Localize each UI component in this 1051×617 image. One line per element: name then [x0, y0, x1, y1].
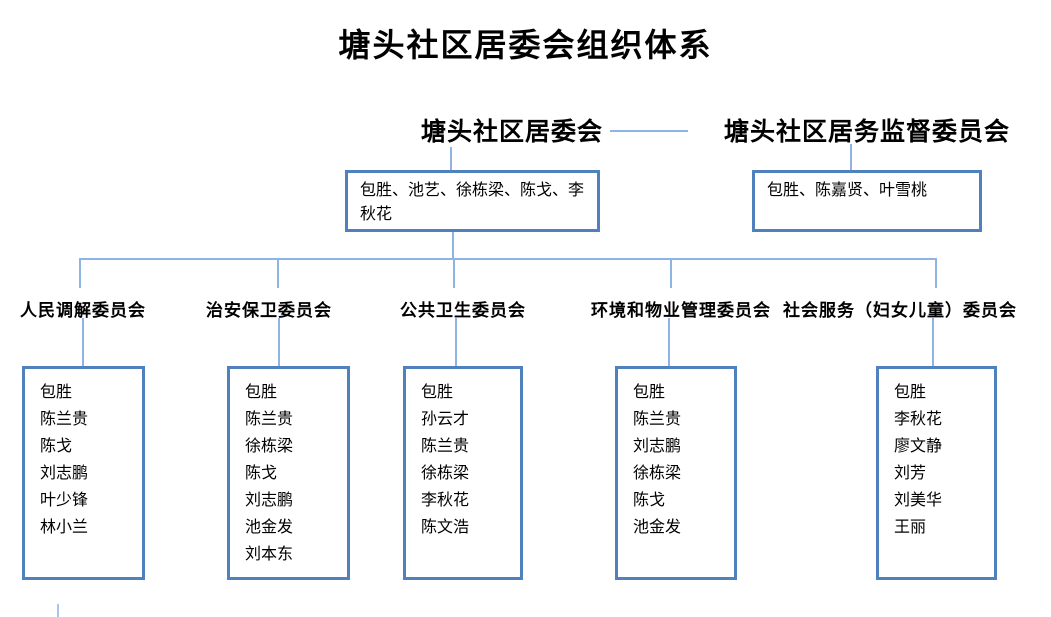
member-name: 徐栋梁 [633, 465, 682, 482]
connector-line [670, 258, 672, 288]
committee-members-box: 包胜 李秋花 廖文静 刘芳 刘美华 王丽 [876, 366, 997, 580]
committee-label-mediation: 人民调解委员会 [20, 301, 146, 320]
member-name: 刘志鹏 [245, 492, 294, 509]
member-name: 李秋花 [421, 492, 470, 509]
member-name: 包胜 [421, 384, 454, 401]
committee-members-box: 包胜 陈兰贵 徐栋梁 陈戈 刘志鹏 池金发 刘本东 [227, 366, 350, 580]
member-name: 包胜 [633, 384, 666, 401]
committee-members-box: 包胜 孙云才 陈兰贵 徐栋梁 李秋花 陈文浩 [403, 366, 523, 580]
connector-line [932, 318, 934, 366]
committee-label-environment: 环境和物业管理委员会 [591, 301, 771, 320]
member-name: 包胜 [894, 384, 927, 401]
supervision-head-label: 塘头社区居务监督委员会 [724, 119, 1011, 146]
member-name: 刘志鹏 [40, 465, 89, 482]
connector-line [79, 258, 81, 288]
connector-line [452, 232, 454, 258]
member-name: 刘芳 [894, 465, 927, 482]
member-name: 陈兰贵 [421, 438, 470, 455]
connector-line [277, 258, 279, 288]
supervision-members-box: 包胜、陈嘉贤、叶雪桃 [752, 170, 982, 232]
member-name: 刘本东 [245, 546, 294, 563]
member-name: 林小兰 [40, 519, 89, 536]
member-name: 包胜 [245, 384, 278, 401]
member-name: 池金发 [633, 519, 682, 536]
committee-members-box: 包胜 陈兰贵 陈戈 刘志鹏 叶少锋 林小兰 [22, 366, 145, 580]
member-name: 陈文浩 [421, 519, 470, 536]
committee-label-health: 公共卫生委员会 [400, 301, 526, 320]
stray-connector-mark [57, 604, 59, 617]
member-name: 陈兰贵 [245, 411, 294, 428]
connector-line [935, 258, 937, 288]
connector-line [82, 318, 84, 366]
member-name: 廖文静 [894, 438, 943, 455]
connector-line [850, 144, 852, 170]
member-name: 孙云才 [421, 411, 470, 428]
member-name: 陈戈 [633, 492, 666, 509]
committee-label-security: 治安保卫委员会 [206, 301, 332, 320]
member-name: 陈兰贵 [40, 411, 89, 428]
member-name: 李秋花 [894, 411, 943, 428]
members-text: 包胜、陈嘉贤、叶雪桃 [767, 182, 928, 199]
member-name: 徐栋梁 [245, 438, 294, 455]
connector-line [455, 318, 457, 366]
connector-line [453, 258, 455, 288]
member-name: 叶少锋 [40, 492, 89, 509]
member-name: 王丽 [894, 519, 927, 536]
committee-label-social-service: 社会服务（妇女儿童）委员会 [783, 301, 1017, 320]
connector-line [668, 318, 670, 366]
committee-head-members-box: 包胜、池艺、徐栋梁、陈戈、李秋花 [345, 170, 600, 232]
member-name: 陈兰贵 [633, 411, 682, 428]
member-name: 徐栋梁 [421, 465, 470, 482]
page-title: 塘头社区居委会组织体系 [338, 27, 713, 63]
member-name: 陈戈 [245, 465, 278, 482]
committee-members-box: 包胜 陈兰贵 刘志鹏 徐栋梁 陈戈 池金发 [615, 366, 737, 580]
connector-line [79, 258, 936, 260]
member-name: 陈戈 [40, 438, 73, 455]
member-name: 包胜 [40, 384, 73, 401]
member-name: 池金发 [245, 519, 294, 536]
connector-line [278, 318, 280, 366]
members-text: 包胜、池艺、徐栋梁、陈戈、李秋花 [360, 182, 585, 223]
connector-line [450, 147, 452, 170]
member-name: 刘志鹏 [633, 438, 682, 455]
committee-head-label: 塘头社区居委会 [421, 119, 604, 146]
connector-line [610, 130, 688, 132]
member-name: 刘美华 [894, 492, 943, 509]
